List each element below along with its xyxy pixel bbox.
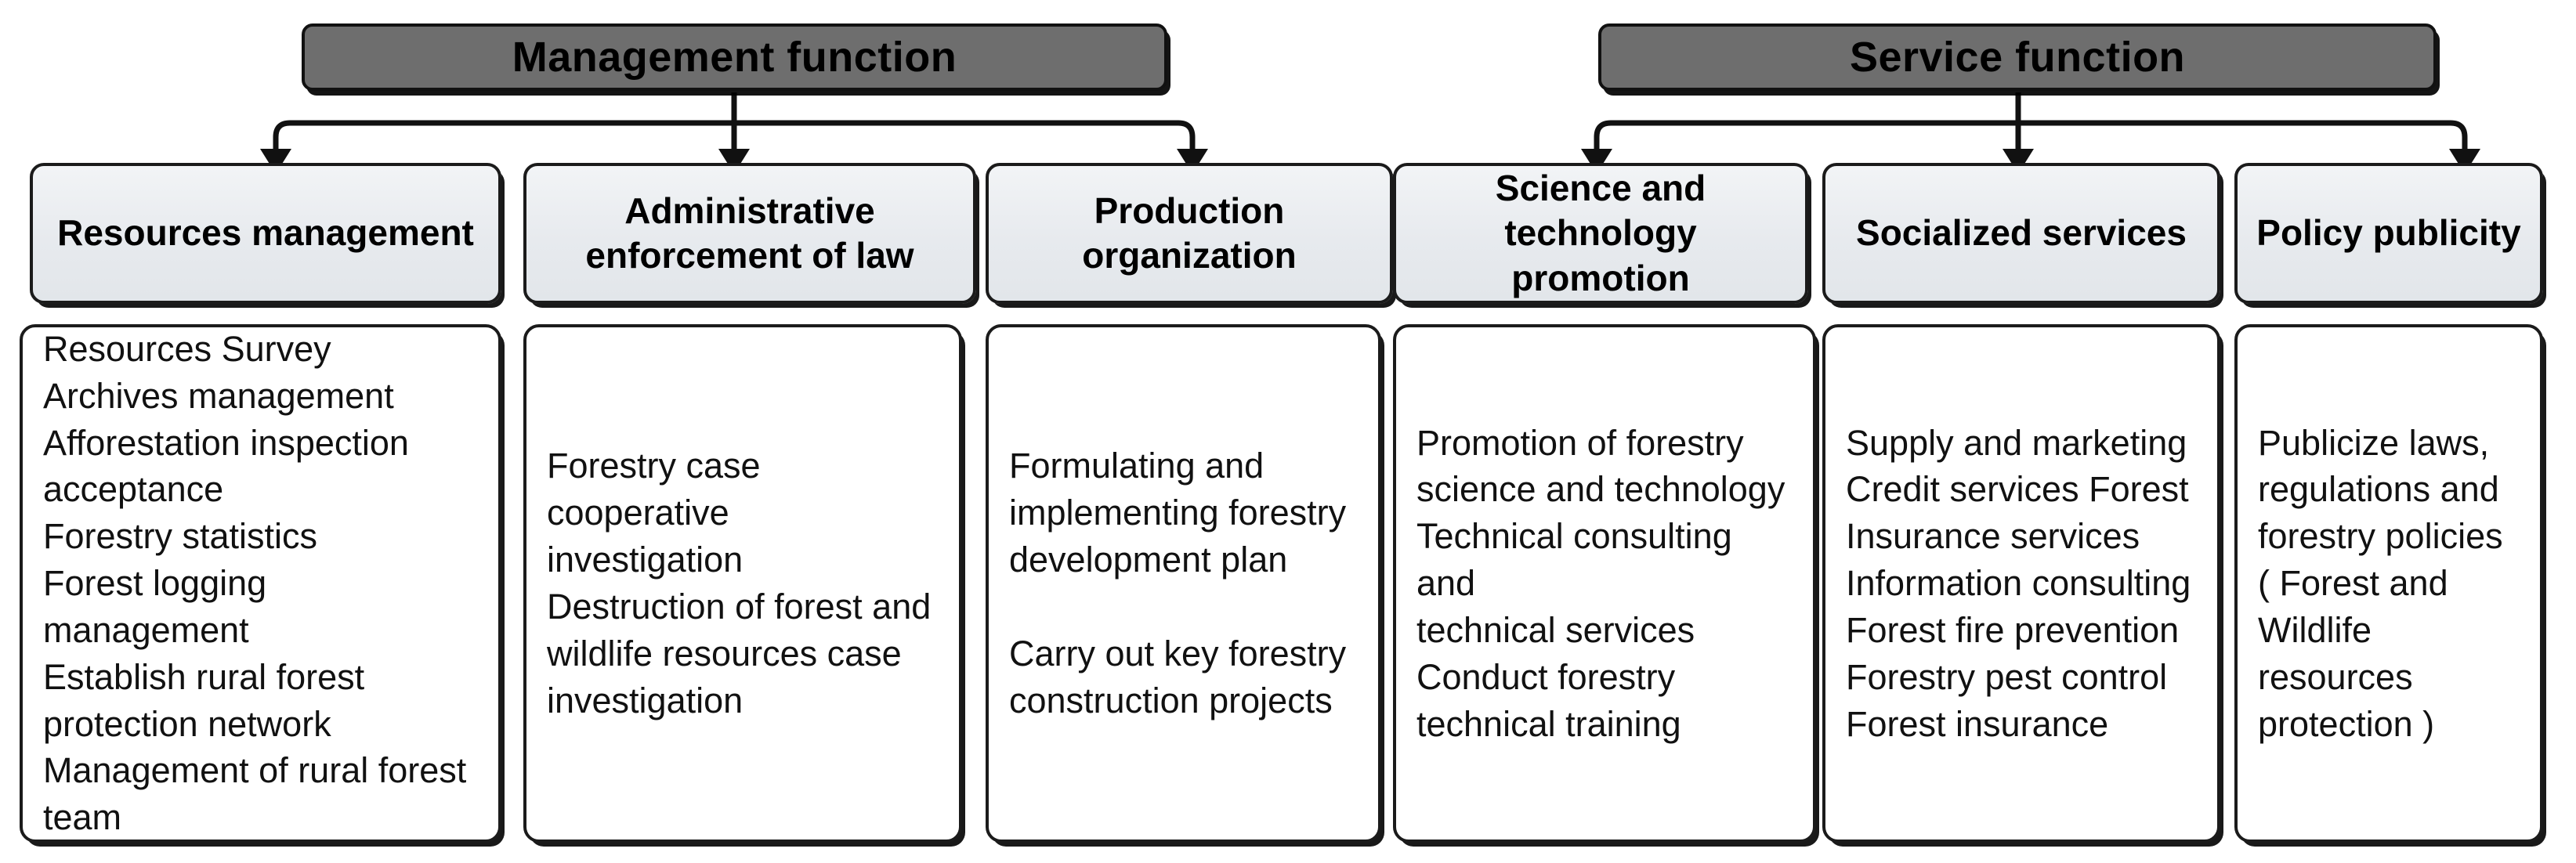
detail-box-production-organization[interactable]: Formulating and implementing forestry de… <box>986 324 1381 843</box>
category-box-science-and-technology-promotion[interactable]: Science and technology promotion <box>1393 163 1808 304</box>
category-box-production-organization[interactable]: Production organization <box>986 163 1393 304</box>
category-box-administrative-enforcement-of-law[interactable]: Administrative enforcement of law <box>523 163 976 304</box>
category-box-policy-publicity[interactable]: Policy publicity <box>2234 163 2543 304</box>
detail-text-administrative-enforcement-of-law: Forestry case cooperative investigation … <box>547 446 932 720</box>
detail-box-administrative-enforcement-of-law[interactable]: Forestry case cooperative investigation … <box>523 324 962 843</box>
detail-box-science-and-technology-promotion[interactable]: Promotion of forestry science and techno… <box>1393 324 1816 843</box>
detail-text-policy-publicity: Publicize laws, regulations and forestry… <box>2258 422 2503 744</box>
group-header-service: Service function <box>1598 23 2437 91</box>
detail-box-socialized-services[interactable]: Supply and marketing Credit services For… <box>1822 324 2220 843</box>
detail-text-science-and-technology-promotion: Promotion of forestry science and techno… <box>1416 422 1785 744</box>
detail-text-resources-management: Resources Survey Archives management Aff… <box>43 328 467 838</box>
detail-box-policy-publicity[interactable]: Publicize laws, regulations and forestry… <box>2234 324 2543 843</box>
detail-text-socialized-services: Supply and marketing Credit services For… <box>1846 422 2191 744</box>
category-label-production-organization: Production organization <box>1082 190 1297 276</box>
group-header-service-label: Service function <box>1849 34 2186 81</box>
category-label-resources-management: Resources management <box>57 212 474 254</box>
detail-text-production-organization: Formulating and implementing forestry de… <box>1009 446 1347 720</box>
category-box-socialized-services[interactable]: Socialized services <box>1822 163 2220 304</box>
group-header-management: Management function <box>302 23 1167 91</box>
detail-box-resources-management[interactable]: Resources Survey Archives management Aff… <box>20 324 501 843</box>
category-box-resources-management[interactable]: Resources management <box>30 163 501 304</box>
category-label-policy-publicity: Policy publicity <box>2256 212 2521 254</box>
category-label-socialized-services: Socialized services <box>1856 212 2187 254</box>
group-header-management-label: Management function <box>512 34 957 81</box>
category-label-administrative-enforcement-of-law: Administrative enforcement of law <box>585 190 914 276</box>
category-label-science-and-technology-promotion: Science and technology promotion <box>1495 167 1706 298</box>
